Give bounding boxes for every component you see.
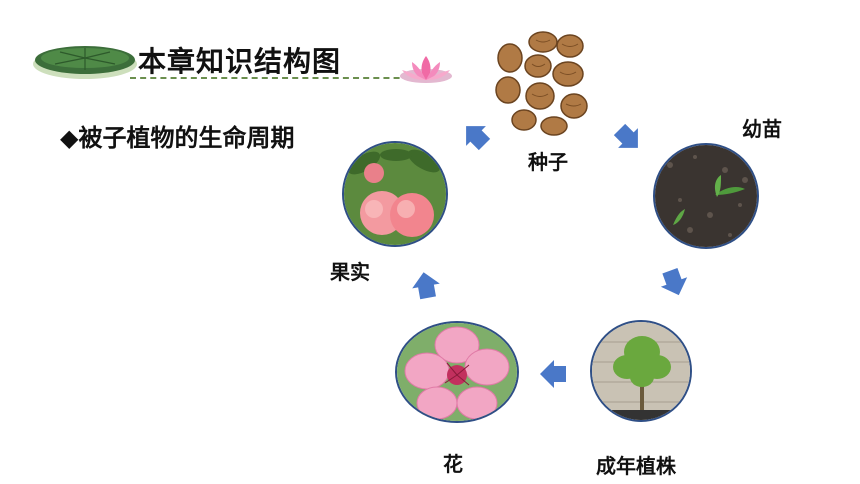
arrow-seed-to-seedling-icon <box>610 120 646 156</box>
stage-label-seed: 种子 <box>528 150 568 174</box>
arrow-adult-to-flower-icon <box>536 356 572 392</box>
lotus-leaf-logo <box>30 40 140 82</box>
seedling-image <box>653 143 759 249</box>
fruit-image <box>342 141 448 247</box>
title-divider <box>130 77 430 79</box>
flower-image <box>395 321 519 423</box>
section-heading: ◆被子植物的生命周期 <box>60 118 294 153</box>
section-title: 被子植物的生命周期 <box>78 124 295 152</box>
arrow-seedling-to-adult-icon <box>656 264 692 300</box>
adult-plant-image <box>590 320 692 422</box>
lotus-flower-icon <box>398 52 454 88</box>
page-title: 本章知识结构图 <box>138 45 342 78</box>
stage-label-fruit: 果实 <box>330 260 370 284</box>
diamond-bullet-icon: ◆ <box>60 124 79 152</box>
stage-label-flower: 花 <box>443 452 463 476</box>
arrow-flower-to-fruit-icon <box>408 268 444 304</box>
arrow-fruit-to-seed-icon <box>458 118 494 154</box>
seed-image <box>488 28 600 138</box>
stage-label-adult-plant: 成年植株 <box>596 454 676 478</box>
stage-label-seedling: 幼苗 <box>742 117 782 141</box>
